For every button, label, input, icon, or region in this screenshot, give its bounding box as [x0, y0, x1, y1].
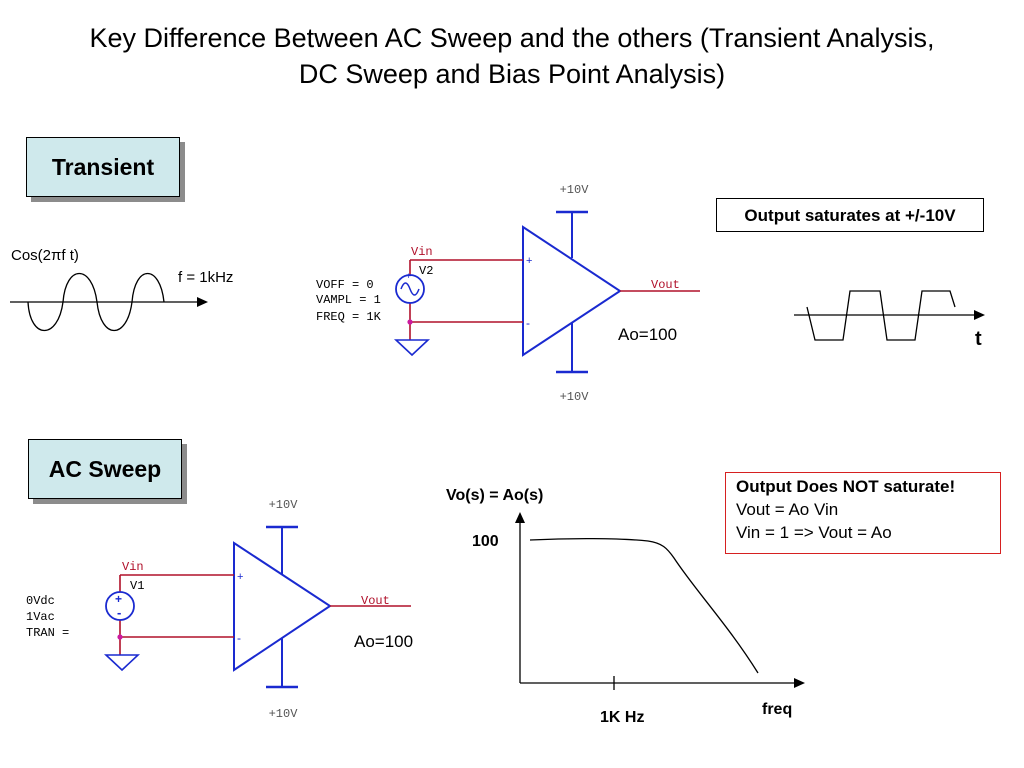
saturated-output-sketch: t: [794, 290, 985, 350]
ac-sweep-label-text: AC Sweep: [48, 455, 162, 482]
transient-source-minus: -: [407, 297, 410, 307]
slide-title: Key Difference Between AC Sweep and the …: [0, 20, 1024, 92]
input-axis-arrowhead: [197, 297, 208, 307]
output-axis-arrowhead: [974, 310, 985, 320]
transient-source-name: V2: [419, 264, 433, 278]
ac-top-supply-label: +10V: [269, 498, 299, 512]
ground-icon-ac: [103, 654, 141, 672]
input-sine-wave: [27, 273, 165, 331]
transient-gain-label: Ao=100: [618, 325, 677, 344]
ac-source-name: V1: [130, 579, 144, 593]
transient-ac-source-circle: [395, 274, 425, 304]
ac-tran-label: TRAN =: [26, 626, 69, 640]
ac-gain-label: Ao=100: [354, 632, 413, 651]
ac-ac-label: 1Vac: [26, 610, 55, 624]
title-line-1: Key Difference Between AC Sweep and the …: [89, 23, 935, 53]
transient-voff-label: VOFF = 0: [316, 278, 374, 292]
gain-equation: Vout = Ao Vin: [736, 500, 839, 519]
ac-vout-label: Vout: [361, 594, 390, 608]
transient-vin-label: Vin: [411, 245, 433, 259]
output-time-label: t: [975, 328, 982, 350]
transient-opamp-triangle: [522, 225, 622, 357]
transient-ground-node: [407, 319, 413, 325]
plot-y-tick-label: 100: [472, 533, 499, 550]
unit-input-equation: Vin = 1 => Vout = Ao: [736, 523, 892, 542]
saturation-note-text: Output saturates at +/-10V: [744, 205, 956, 225]
input-sine-sketch: Cos(2πf t) f = 1kHz: [10, 247, 233, 331]
plot-y-axis-label: Vo(s) = Ao(s): [446, 487, 543, 504]
no-saturation-note: Output Does NOT saturate! Vout = Ao Vin …: [725, 472, 1001, 554]
plot-x-arrowhead: [794, 678, 805, 688]
transient-vampl-label: VAMPL = 1: [316, 293, 381, 307]
plot-y-arrowhead: [515, 512, 525, 523]
transient-source-plus: +: [406, 271, 411, 281]
rolloff-curve: [529, 537, 759, 674]
ac-source-plus: +: [115, 592, 122, 606]
ac-plus-pin: +: [237, 571, 243, 583]
ac-source-minus: -: [117, 605, 121, 620]
transient-freq-label: FREQ = 1K: [316, 310, 382, 324]
title-line-2: DC Sweep and Bias Point Analysis): [298, 59, 726, 89]
transient-minus-pin: -: [526, 316, 530, 330]
ac-bottom-supply-label: +10V: [269, 707, 299, 721]
dc-source-icon: [105, 591, 135, 621]
ground-icon: [393, 339, 431, 357]
input-cos-label: Cos(2πf t): [11, 247, 79, 264]
transient-vout-label: Vout: [651, 278, 680, 292]
ac-sweep-label: AC Sweep: [28, 439, 182, 499]
no-saturation-heading: Output Does NOT saturate!: [736, 477, 956, 496]
saturation-note: Output saturates at +/-10V: [716, 198, 984, 232]
frequency-response-plot: Vo(s) = Ao(s) 100 1K Hz freq: [446, 487, 805, 726]
sine-source-icon: [400, 282, 420, 296]
input-freq-label: f = 1kHz: [178, 269, 233, 286]
transient-bottom-supply-label: +10V: [560, 390, 590, 404]
transient-plus-pin: +: [526, 255, 532, 267]
ac-sweep-circuit: +10V +10V + - + - Vin V1 0Vdc 1Vac TRAN …: [26, 498, 413, 721]
ac-opamp-triangle: [233, 541, 332, 672]
plot-x-tick-label: 1K Hz: [600, 709, 644, 726]
plot-x-axis-label: freq: [762, 701, 792, 718]
ac-dc-label: 0Vdc: [26, 594, 55, 608]
transient-circuit: +10V +10V + - + - Vin V2 VOFF = 0 VAMPL …: [316, 183, 700, 404]
transient-label-text: Transient: [51, 153, 155, 180]
ac-minus-pin: -: [237, 631, 241, 645]
transient-top-supply-label: +10V: [560, 183, 590, 197]
transient-label: Transient: [26, 137, 180, 197]
ac-vin-label: Vin: [122, 560, 144, 574]
clipped-output-wave: [806, 290, 956, 341]
ac-ground-node: [117, 634, 123, 640]
